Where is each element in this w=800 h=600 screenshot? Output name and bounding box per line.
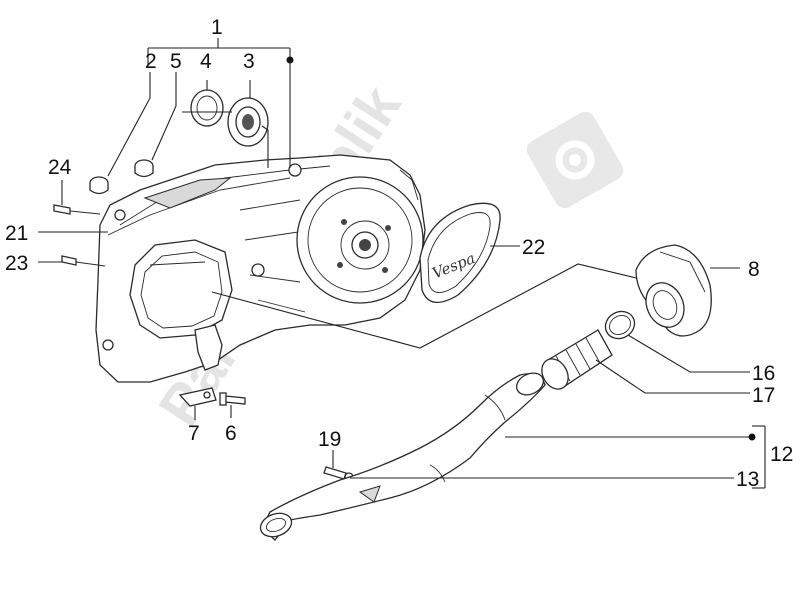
- label-4: 4: [200, 50, 212, 73]
- label-19: 19: [318, 428, 341, 451]
- bracket-part-7: [178, 387, 217, 407]
- label-17: 17: [752, 384, 775, 407]
- logo-cap-part-22: Vespa: [419, 202, 501, 303]
- label-13: 13: [736, 468, 759, 491]
- label-22: 22: [522, 236, 545, 259]
- label-12: 12: [770, 443, 793, 466]
- corrugated-hose-part-17: [541, 329, 613, 390]
- part-number-labels: 1 2 5 4 3 24 21 23 22 8 16 17 12 13 19 7…: [5, 16, 793, 491]
- leader-lines: [38, 38, 766, 489]
- label-23: 23: [5, 252, 28, 275]
- intake-duct-part-12: [259, 372, 546, 541]
- label-24: 24: [48, 156, 72, 179]
- label-3: 3: [243, 50, 255, 73]
- label-5: 5: [170, 50, 182, 73]
- label-8: 8: [748, 258, 760, 281]
- bushing-part-2: [89, 176, 109, 195]
- label-16: 16: [752, 362, 775, 385]
- bushing-part-5: [134, 159, 154, 178]
- screw-part-23: [61, 255, 106, 267]
- crankcase-cover: [95, 154, 426, 383]
- seal-ring-part-4: [190, 89, 224, 127]
- label-2: 2: [145, 50, 157, 73]
- label-1: 1: [211, 16, 223, 39]
- gear-icon: [526, 111, 624, 209]
- screw-part-24: [53, 204, 101, 215]
- label-21: 21: [5, 222, 28, 245]
- bearing-part-3: [227, 97, 269, 147]
- label-6: 6: [225, 422, 237, 445]
- screw-part-6: [219, 392, 246, 406]
- air-intake-part-8: [635, 244, 712, 337]
- label-7: 7: [188, 422, 200, 445]
- hose-clamp-part-16: [604, 310, 636, 340]
